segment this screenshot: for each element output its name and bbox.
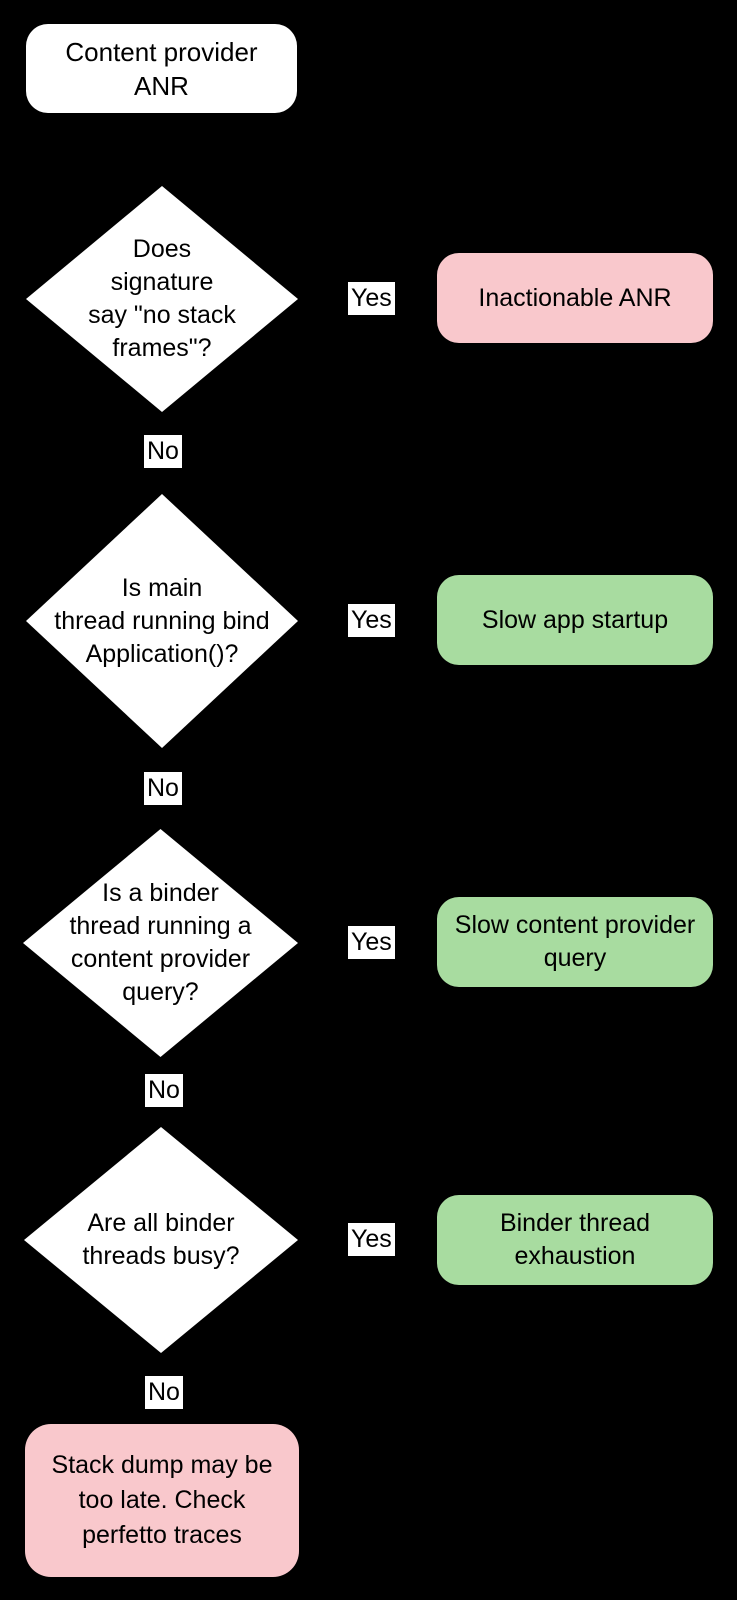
outcome-inactionable-anr: Inactionable ANR xyxy=(437,253,713,343)
edge-label-yes-3: Yes xyxy=(348,926,395,959)
edge-label-yes-1: Yes xyxy=(348,282,395,315)
edge-label-no-4: No xyxy=(145,1376,183,1409)
edge-label-no-1: No xyxy=(144,435,182,468)
outcome-binder-thread-exhaustion: Binder thread exhaustion xyxy=(437,1195,713,1285)
edge-label-yes-4: Yes xyxy=(348,1223,395,1256)
outcome-slow-app-startup: Slow app startup xyxy=(437,575,713,665)
outcome-slow-content-provider-query: Slow content provider query xyxy=(437,897,713,987)
edge-label-no-2: No xyxy=(144,772,182,805)
edge-label-yes-2: Yes xyxy=(348,604,395,637)
start-node: Content provider ANR xyxy=(26,24,297,113)
terminal-stack-dump-too-late: Stack dump may be too late. Check perfet… xyxy=(25,1424,299,1577)
edge-label-no-3: No xyxy=(145,1074,183,1107)
